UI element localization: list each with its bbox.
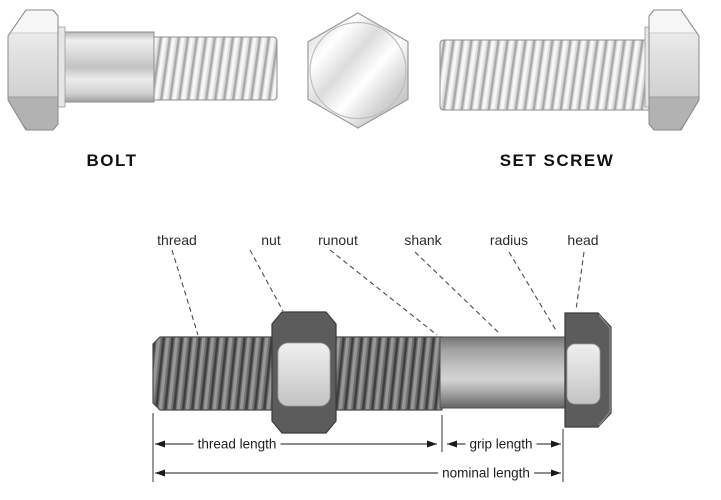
set-screw-head: [648, 9, 700, 131]
arrow-thread-length-right: [427, 440, 437, 448]
leader-line-head: [575, 251, 585, 311]
dimension-label-nominal-length: nominal length: [438, 465, 534, 481]
dimension-label-grip-length: grip length: [465, 436, 537, 452]
leader-line-runout: [329, 249, 438, 336]
hex-head-top-view-illustration: [307, 12, 409, 129]
extension-lines: [152, 413, 564, 482]
set-screw-label: SET SCREW: [499, 151, 615, 170]
anatomy-head-face: [566, 343, 601, 405]
bolt-label: BOLT: [86, 151, 138, 170]
hex-outline: [307, 12, 409, 129]
anatomy-shank: [439, 336, 566, 409]
part-label-thread: thread: [157, 232, 197, 248]
leader-line-shank: [414, 251, 499, 333]
part-label-runout: runout: [318, 232, 358, 248]
arrow-nominal-length-left: [155, 469, 165, 477]
anatomy-nut: [271, 311, 337, 434]
bolt-shank: [62, 31, 155, 103]
anatomy-head: [564, 312, 612, 428]
arrow-grip-length-left: [447, 440, 457, 448]
part-label-radius: radius: [489, 232, 529, 248]
bolt-flange: [57, 26, 66, 108]
arrow-nominal-length-right: [551, 469, 561, 477]
part-label-shank: shank: [404, 232, 442, 248]
leader-line-nut: [249, 249, 284, 312]
arrow-thread-length-left: [155, 440, 165, 448]
bolt-head: [7, 9, 59, 131]
anatomy-nut-face: [277, 342, 331, 407]
dimension-label-thread-length: thread length: [193, 436, 281, 452]
dimension-arrowheads: [155, 440, 561, 477]
set-screw-threads: [439, 39, 651, 111]
bolt-illustration: [7, 9, 278, 131]
part-label-head: head: [567, 232, 599, 248]
leader-lines: [171, 249, 585, 336]
bolt-anatomy-illustration: [152, 249, 612, 482]
leader-line-radius: [508, 251, 558, 333]
leader-line-thread: [171, 249, 199, 336]
part-label-nut: nut: [261, 232, 281, 248]
bolt-threads: [152, 36, 278, 101]
set-screw-illustration: [439, 9, 700, 131]
hex-chamfer-circle: [309, 21, 407, 120]
arrow-grip-length-right: [551, 440, 561, 448]
